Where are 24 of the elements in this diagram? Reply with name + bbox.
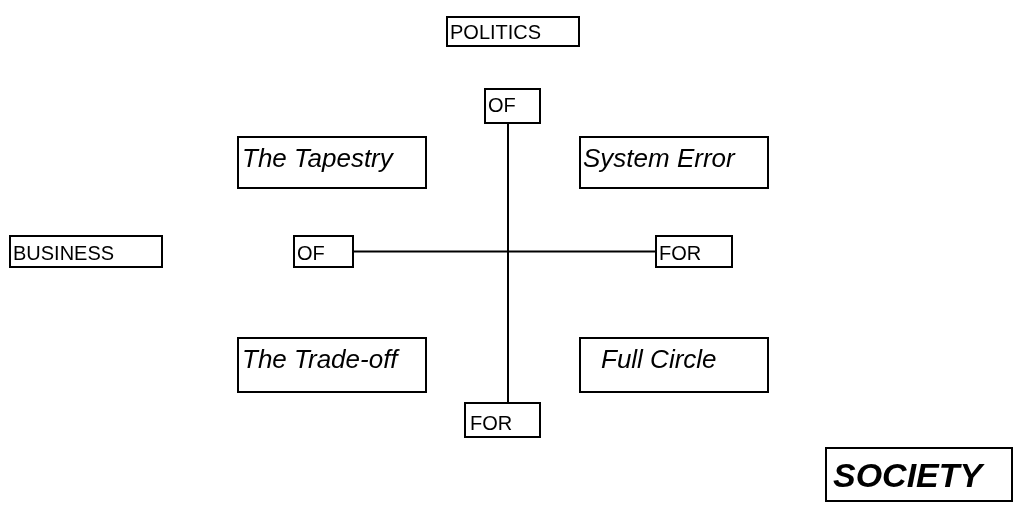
- box-text: Full Circle: [601, 345, 717, 374]
- connector-line: [353, 250, 656, 253]
- box-text: POLITICS: [450, 21, 542, 43]
- label-box: [9, 235, 163, 268]
- box-text: The Trade-off: [242, 345, 398, 374]
- box-text: FOR: [659, 242, 702, 264]
- title-box: [237, 337, 427, 393]
- label-box: [655, 235, 733, 268]
- box-text: OF: [488, 94, 516, 116]
- box-text: The Tapestry: [242, 144, 393, 173]
- label-box: [484, 88, 541, 124]
- box-text: SOCIETY: [833, 457, 983, 495]
- box-text: OF: [297, 242, 325, 264]
- title-box: [579, 337, 769, 393]
- title-box: [237, 136, 427, 189]
- label-box: [446, 16, 580, 47]
- box-text: FOR: [470, 412, 513, 434]
- box-text: BUSINESS: [13, 242, 115, 264]
- title-box: [825, 447, 1013, 502]
- title-box: [579, 136, 769, 189]
- label-box: [293, 235, 354, 268]
- label-box: [464, 402, 541, 438]
- box-text: System Error: [583, 144, 735, 173]
- connector-line: [507, 123, 509, 403]
